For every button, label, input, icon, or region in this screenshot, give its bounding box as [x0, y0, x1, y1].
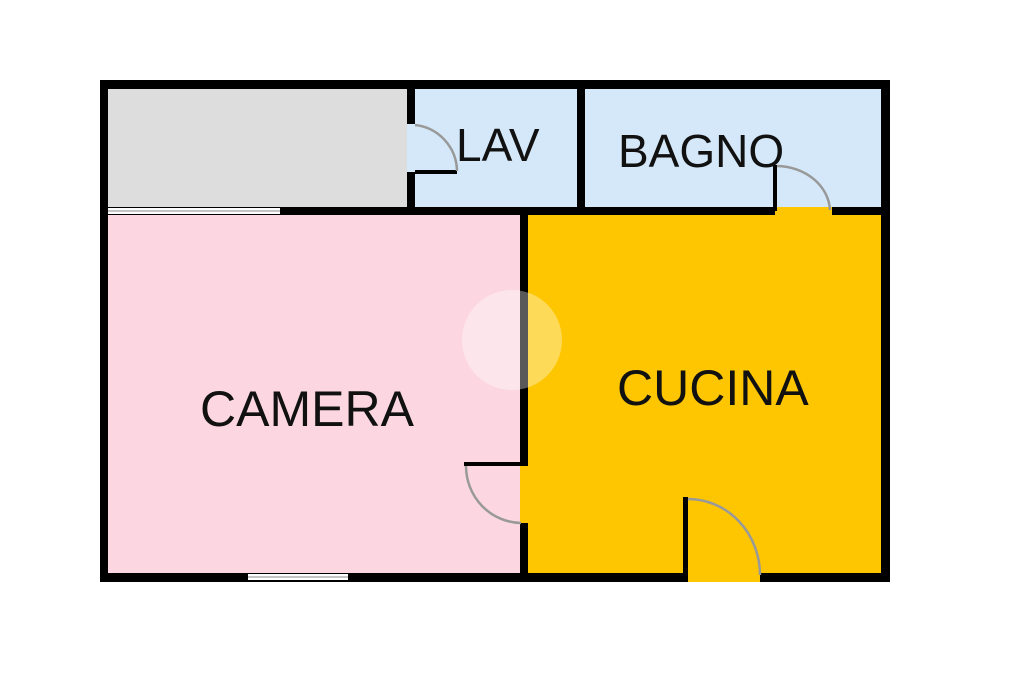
- window-storage: [108, 208, 280, 214]
- room-cucina: [524, 211, 885, 577]
- bagno-door-arc: [776, 164, 832, 211]
- label-camera: CAMERA: [200, 381, 415, 437]
- bagno-door-opening: [777, 207, 832, 215]
- label-cucina: CUCINA: [617, 360, 809, 416]
- camera-door-arc: [464, 465, 522, 525]
- camera-door-opening: [520, 466, 528, 523]
- cucina-door-opening: [688, 573, 760, 582]
- walls: [100, 80, 890, 582]
- room-storage: [104, 85, 412, 211]
- window-camera: [248, 574, 348, 580]
- lav-door-opening: [407, 124, 415, 172]
- room-lav: [411, 85, 581, 211]
- watermark-logo: [462, 290, 562, 390]
- cucina-door-arc: [687, 497, 762, 576]
- room-bagno: [581, 85, 885, 211]
- lav-door-arc: [414, 123, 459, 172]
- label-bagno: BAGNO: [618, 125, 784, 177]
- label-lav: LAV: [456, 119, 540, 171]
- room-camera: [104, 211, 524, 577]
